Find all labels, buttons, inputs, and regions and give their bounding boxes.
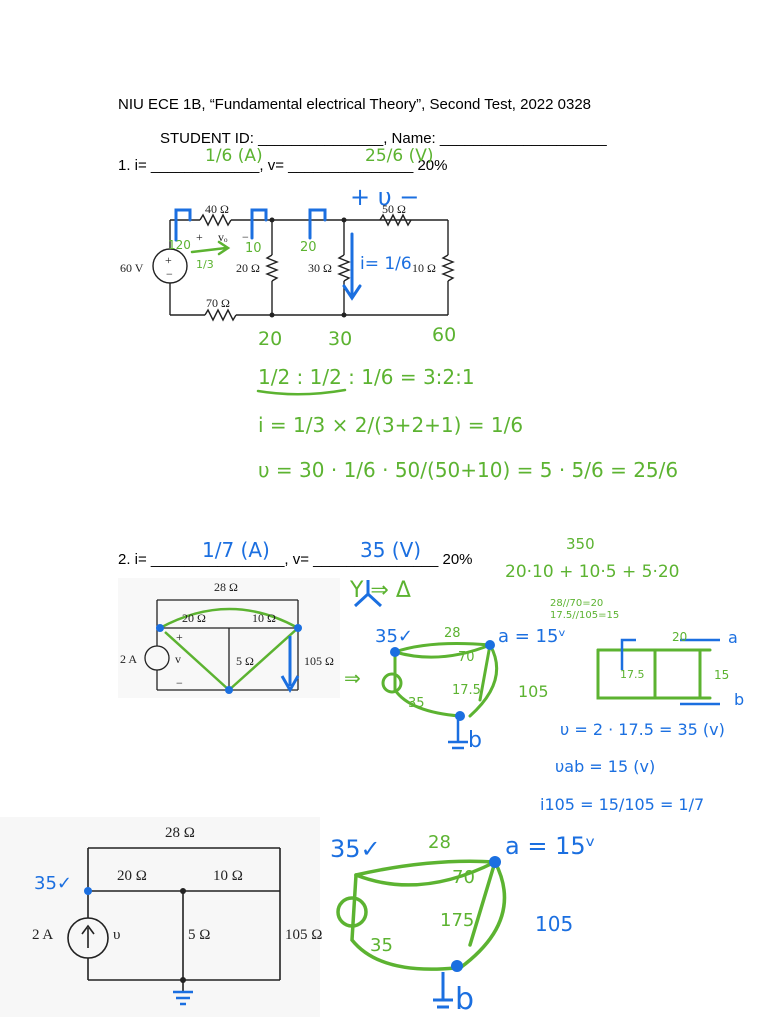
q1-n20: 20 (258, 328, 283, 350)
student-id-line: STUDENT ID: _______________, Name: _____… (160, 130, 607, 147)
q1-r20-label: 20 Ω (236, 261, 260, 275)
q1-c10: 10 (245, 241, 262, 256)
zoom-r20-label: 20 Ω (117, 868, 147, 884)
q2-small-b: b (734, 690, 745, 709)
q2-plus: + (176, 630, 183, 644)
zoom-r10-label: 10 Ω (213, 868, 243, 884)
zoom-r5-label: 5 Ω (188, 927, 211, 943)
q2-r5-label: 5 Ω (236, 654, 254, 668)
q1-n60: 60 (432, 324, 457, 346)
q2-calc-top: 20·10 + 10·5 + 5·20 (505, 562, 680, 582)
q2-node-b: b (468, 728, 482, 753)
question-1-prompt: 1. i= _____________, v= _______________ … (118, 157, 448, 174)
q2-r28-label: 28 Ω (214, 580, 238, 594)
q1-r30-label: 30 Ω (308, 261, 332, 275)
q2-small-a: a (728, 628, 738, 647)
q1-source-minus: − (166, 267, 173, 281)
q2-eq-v: υ = 2 · 17.5 = 35 (v) (560, 720, 725, 739)
zoom-35v-left: 35✓ (34, 873, 72, 894)
q1-eq3: υ = 30 · 1/6 · 50/(50+10) = 5 · 5/6 = 25… (258, 458, 679, 482)
q1-source-plus: + (165, 253, 172, 267)
zoom-w70: 70 (452, 867, 475, 888)
q2-w105: 105 (518, 682, 549, 701)
q2-r10-label: 10 Ω (252, 611, 276, 625)
q1-n30: 30 (328, 328, 353, 350)
q1-r70-label: 70 Ω (206, 296, 230, 310)
q1-i-mark: i= 1/6 (360, 254, 412, 274)
q1-c20: 20 (300, 240, 317, 255)
q1-answer-v: 25/6 (V) (365, 146, 434, 166)
zoom-w35: 35 (370, 935, 393, 956)
q2-calc-350: 350 (566, 535, 595, 553)
q1-vo-label: vₒ (218, 230, 228, 244)
q2-transform: Y ⇒ Δ (350, 578, 411, 603)
q2-w175: 17.5 (452, 683, 481, 698)
q2-source-label: 2 A (120, 652, 138, 666)
q2-small-175: 17.5 (620, 668, 645, 681)
test-title: NIU ECE 1B, “Fundamental electrical Theo… (118, 96, 592, 113)
q2-node-35v: 35✓ (375, 626, 413, 647)
zoom-b: b (455, 982, 475, 1017)
q2-eq-vab: υab = 15 (v) (555, 757, 656, 776)
q2-w35: 35 (408, 696, 425, 711)
q1-vo-minus: − (242, 230, 249, 244)
q1-answer-i: 1/6 (A) (205, 146, 263, 166)
q1-r10-label: 10 Ω (412, 261, 436, 275)
q1-eq2: i = 1/3 × 2/(3+2+1) = 1/6 (258, 413, 524, 437)
zoom-source-label: 2 A (32, 927, 54, 943)
q2-w28: 28 (444, 626, 461, 641)
q1-r40-label: 40 Ω (205, 202, 229, 216)
q2-r105-label: 105 Ω (304, 654, 334, 668)
q1-c13: 1/3 (196, 258, 214, 271)
q2-arrow: ⇒ (344, 666, 361, 690)
q2-calc-bottom1: 28//70=20 (550, 598, 604, 609)
zoom-w28: 28 (428, 832, 451, 853)
q2-w70: 70 (458, 650, 475, 665)
q2-calc-bottom2: 17.5//105=15 (550, 610, 620, 621)
zoom-v-label: υ (113, 927, 121, 943)
zoom-r28-label: 28 Ω (165, 825, 195, 841)
zoom-a15: a = 15ᵛ (505, 832, 596, 860)
q2-eq-i105: i105 = 15/105 = 1/7 (540, 795, 705, 814)
q2-node-a15: a = 15ᵛ (498, 626, 566, 647)
q2-answer-i: 1/7 (A) (202, 538, 270, 562)
q2-small-15: 15 (714, 668, 730, 682)
q2-small-20: 20 (672, 630, 688, 644)
q1-vo-plus: + (196, 230, 203, 244)
q1-r50-label: 50 Ω (382, 202, 406, 216)
q1-v-sign: + υ − (350, 183, 420, 211)
q1-source-label: 60 V (120, 261, 144, 275)
zoom-r105-label: 105 Ω (285, 927, 323, 943)
q1-c120: 120 (168, 238, 191, 252)
question-2-prompt: 2. i= ________________, v= _____________… (118, 551, 473, 568)
zoom-w175: 175 (440, 910, 475, 931)
zoom-35v: 35✓ (330, 835, 381, 863)
zoom-circuit-panel (0, 817, 320, 1017)
q1-eq1: 1/2 : 1/2 : 1/6 = 3:2:1 (258, 365, 475, 389)
q2-answer-v: 35 (V) (360, 538, 422, 562)
q2-v-label: v (175, 652, 181, 666)
q2-r20-label: 20 Ω (182, 611, 206, 625)
q2-minus: − (176, 676, 183, 690)
zoom-w105: 105 (535, 912, 574, 936)
